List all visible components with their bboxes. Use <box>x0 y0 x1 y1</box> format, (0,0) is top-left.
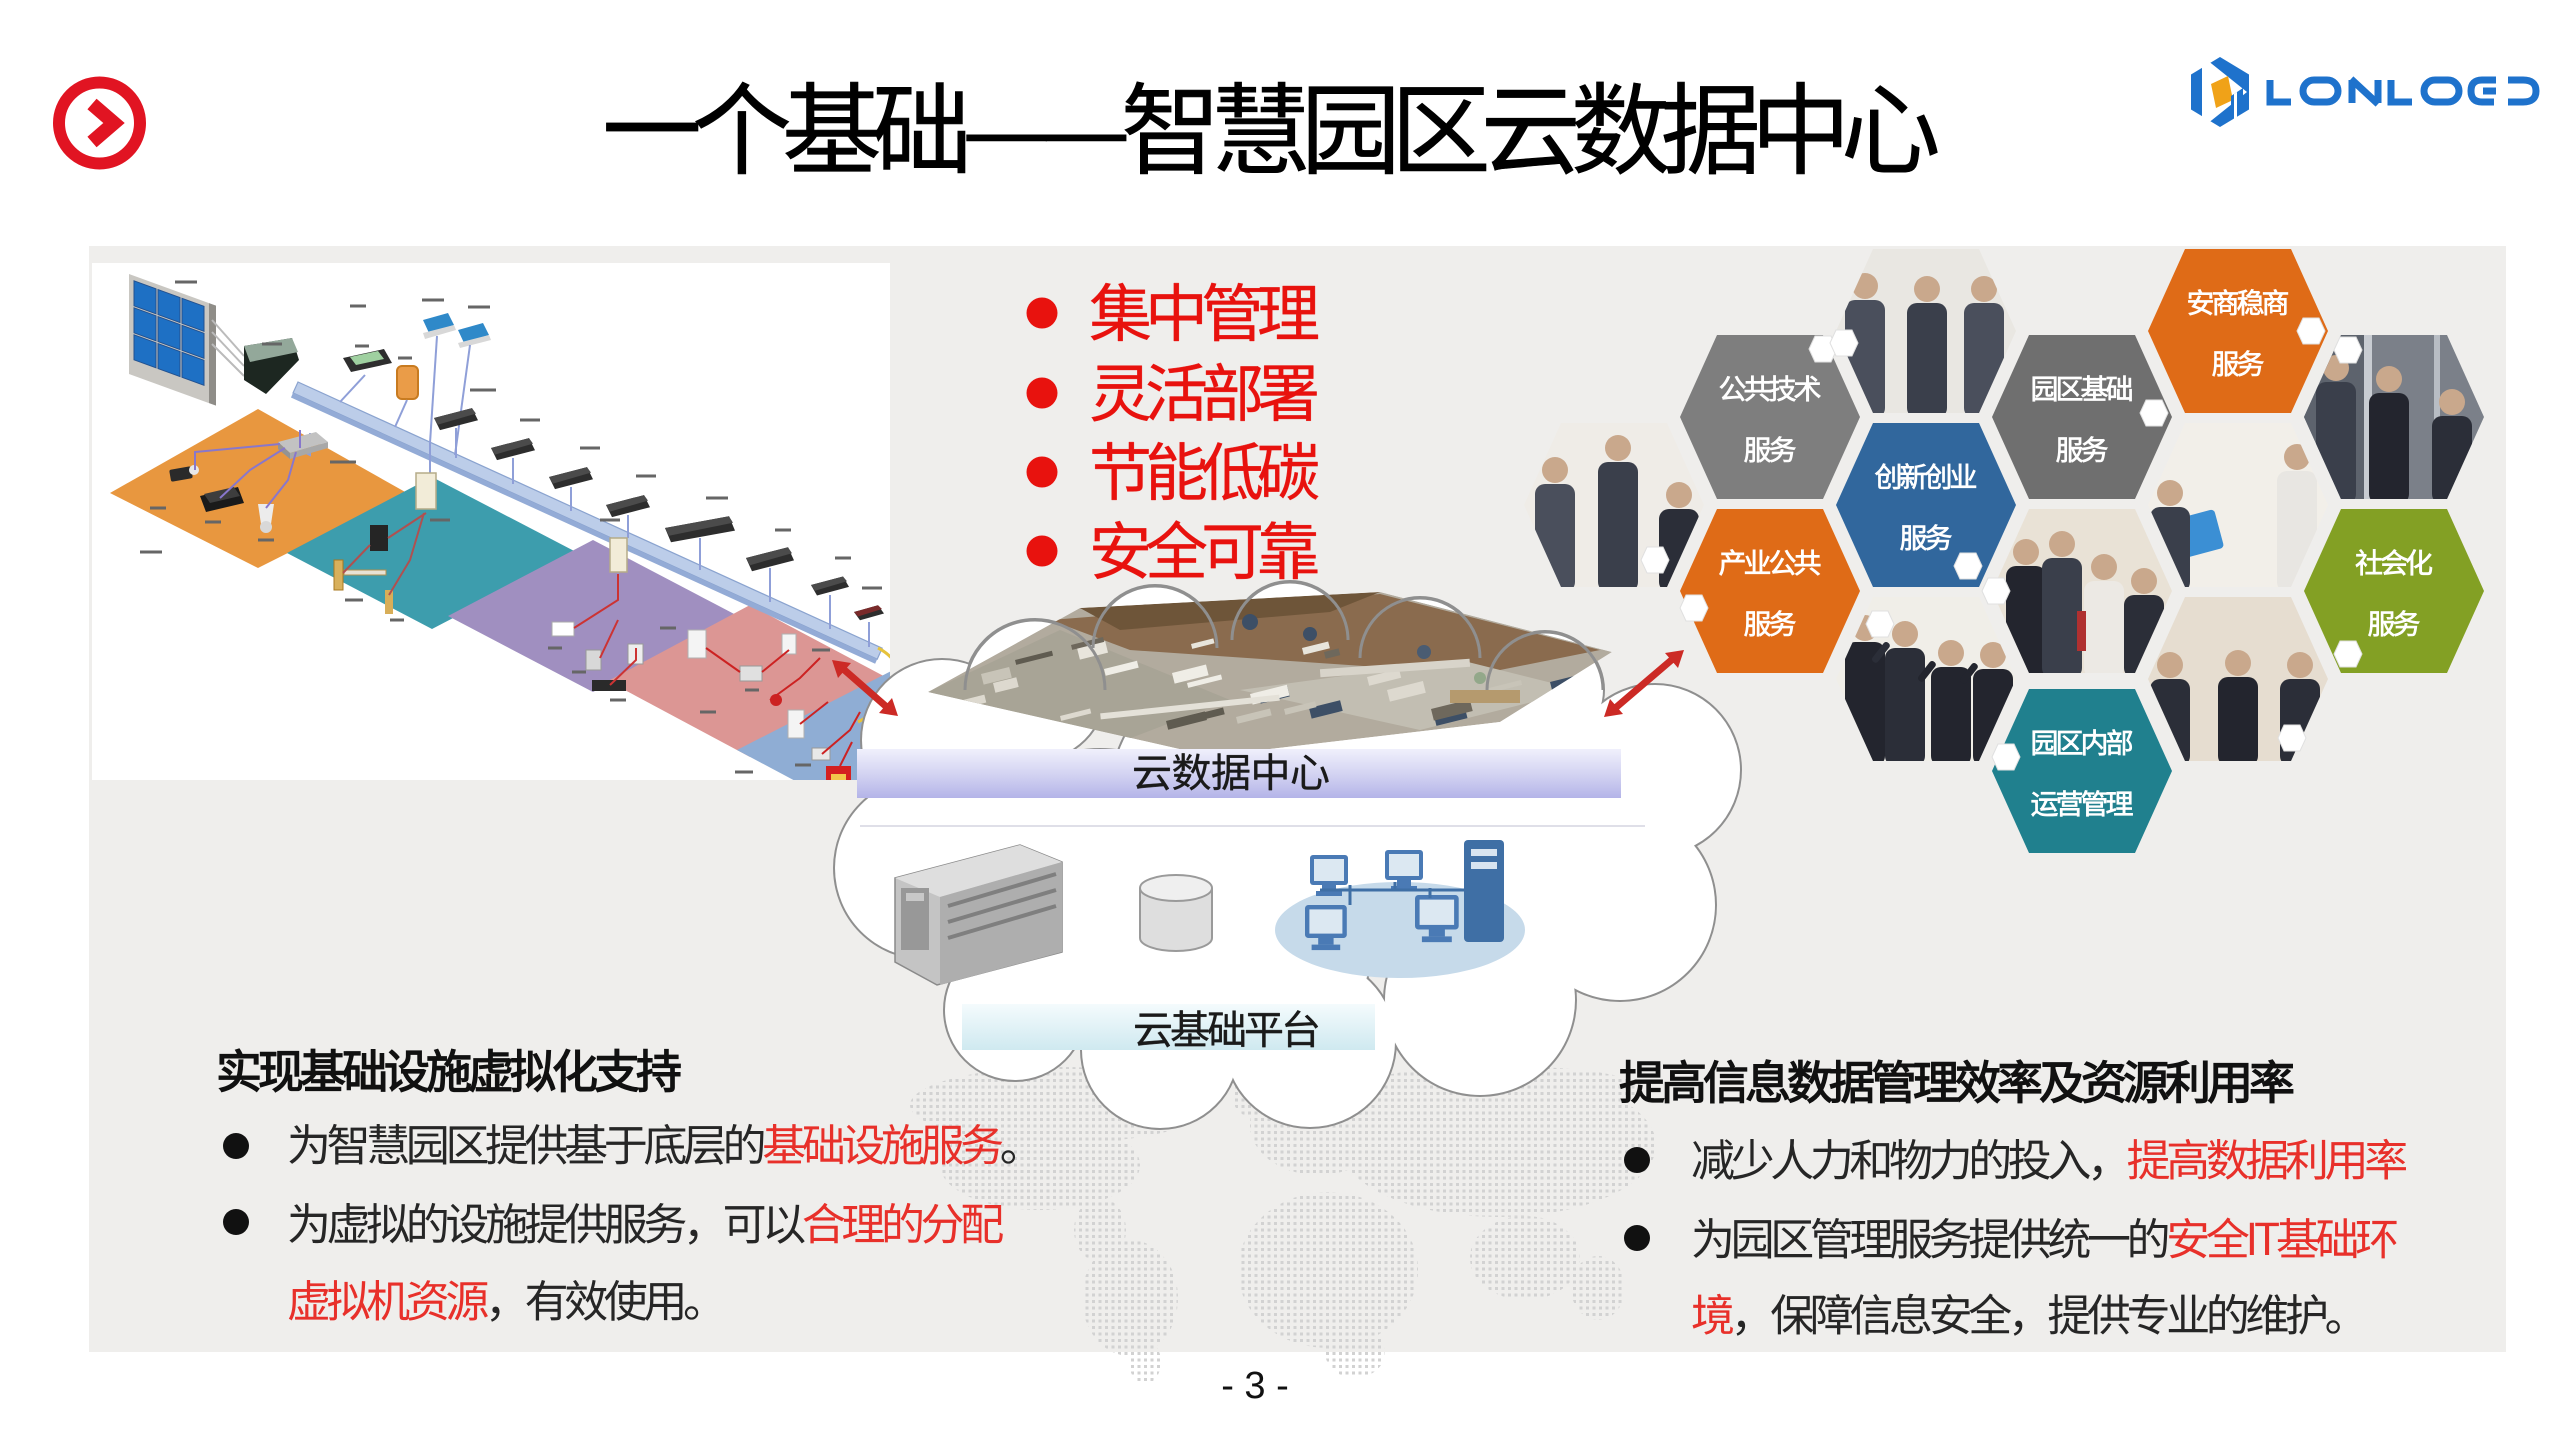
svg-text:- 3 -: - 3 - <box>1221 1365 1289 1407</box>
